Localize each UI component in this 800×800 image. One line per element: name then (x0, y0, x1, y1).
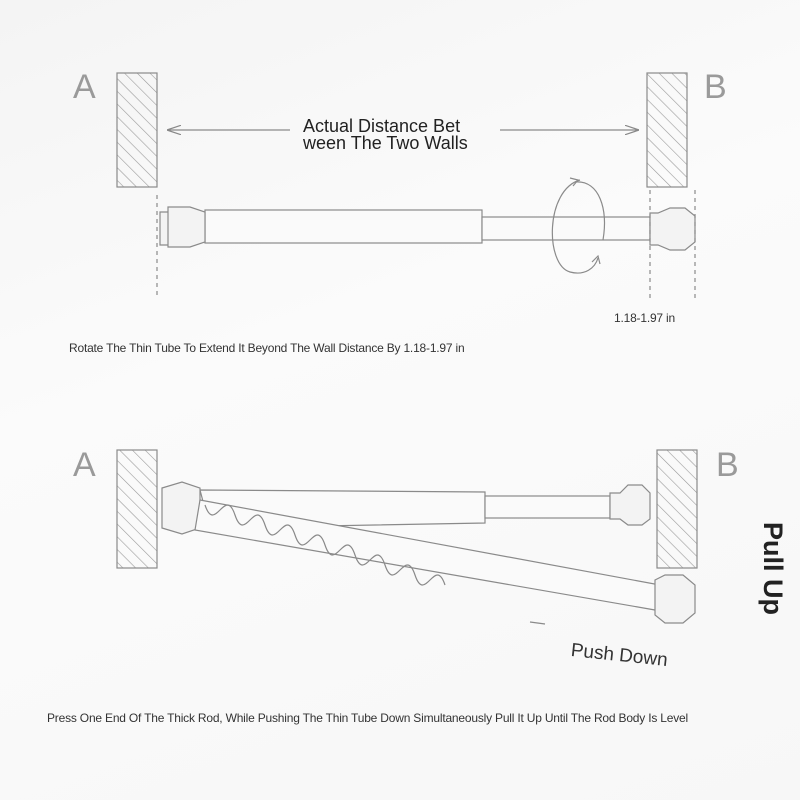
spiral-icon (204, 504, 446, 586)
pull-up-label: Pull Up (758, 522, 788, 615)
wall-a-bottom (116, 449, 158, 569)
wall-b-bottom (656, 449, 698, 569)
wall-b-top (646, 72, 688, 188)
extension-label: 1.18-1.97 in (614, 311, 675, 325)
wall-b-label: B (704, 68, 727, 106)
distance-label-line2: ween The Two Walls (303, 133, 468, 153)
wall-b-label-bottom: B (716, 446, 739, 484)
wall-a-label-bottom: A (73, 446, 96, 484)
guide-lines (156, 190, 696, 300)
rotate-arrow-icon (551, 177, 606, 274)
bottom-caption: Press One End Of The Thick Rod, While Pu… (47, 711, 688, 725)
wall-a-label: A (73, 68, 96, 106)
tension-rod-tilted (194, 499, 696, 624)
wall-a-top (116, 72, 158, 188)
tension-rod-top (159, 206, 696, 251)
push-down-mark (529, 621, 546, 625)
top-caption: Rotate The Thin Tube To Extend It Beyond… (69, 341, 465, 355)
distance-label-line1: Actual Distance Bet (303, 116, 461, 136)
